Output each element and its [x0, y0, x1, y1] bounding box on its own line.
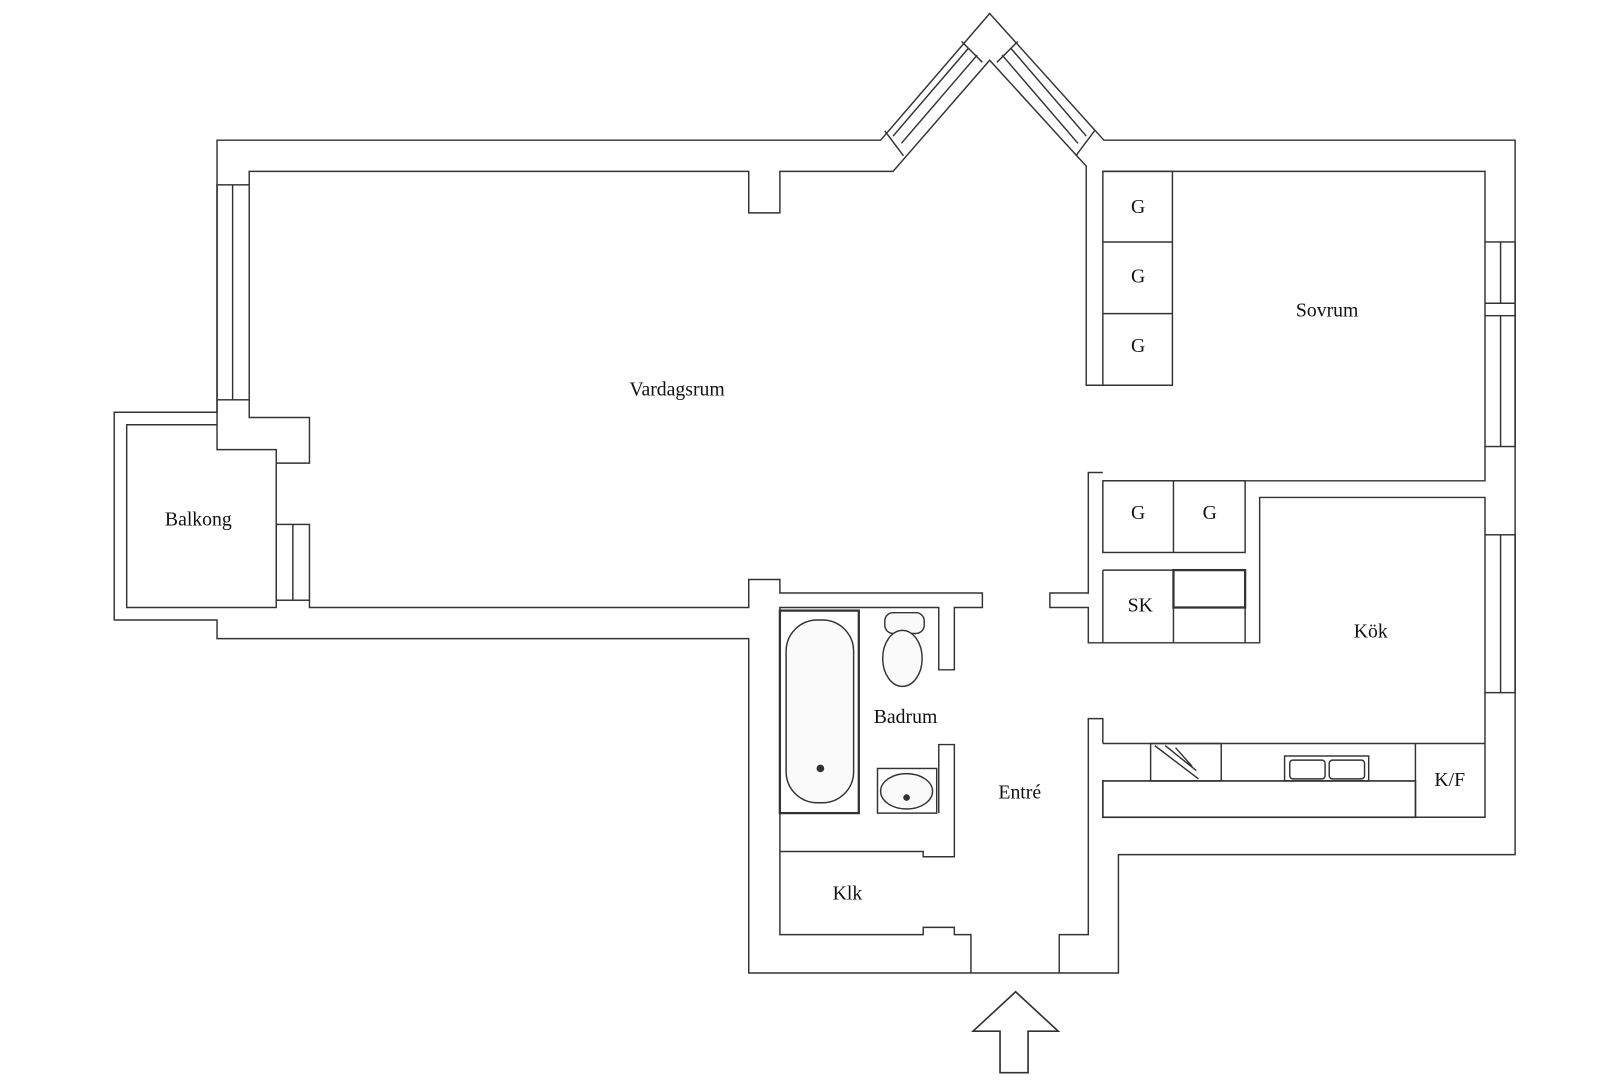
toilet-bowl — [881, 629, 923, 688]
badrum-right-wall — [779, 743, 956, 858]
bathtub-basin — [785, 619, 855, 804]
wardrobe-label: G — [1131, 502, 1145, 524]
bathtub-frame — [778, 609, 860, 815]
vardagsrum-bottom-wall — [308, 578, 984, 974]
sk-appliance-box — [1172, 568, 1247, 609]
vardagsrum-top-wall — [248, 59, 1173, 386]
wardrobe-label: G — [1131, 335, 1145, 357]
room-label-badrum: Badrum — [874, 706, 938, 728]
bay-window-right-pane — [996, 41, 1096, 157]
room-label-sovrum: Sovrum — [1296, 300, 1359, 322]
sovrum-window-panes — [1485, 241, 1516, 447]
entre-right-wall — [1058, 717, 1104, 974]
wardrobe-dividers-top — [1102, 241, 1173, 315]
bathtub — [778, 609, 860, 815]
wardrobe-label: G — [1131, 196, 1145, 218]
sk-label: SK — [1128, 595, 1154, 617]
wardrobe-label: G — [1203, 502, 1217, 524]
bathroom-sink — [876, 767, 938, 814]
sovrum-window — [1484, 241, 1516, 448]
stove-detail — [1154, 745, 1199, 780]
kitchen-counter — [1102, 742, 1486, 819]
stove — [1149, 742, 1222, 782]
kitchen-sink — [1283, 755, 1370, 782]
bay-window-left-pane — [884, 41, 983, 157]
vardagsrum-left-window — [216, 184, 250, 401]
sovrum-wardrobes — [1102, 170, 1174, 386]
vardagsrum-left-notch — [248, 399, 311, 464]
toilet — [881, 611, 925, 688]
sk-cabinet — [1102, 568, 1247, 643]
kf-label: K/F — [1434, 769, 1465, 791]
kok-walls — [1049, 471, 1486, 818]
room-label-kok: Kök — [1354, 621, 1388, 643]
room-label-balkong: Balkong — [165, 508, 232, 530]
wardrobe-label: G — [1131, 265, 1145, 287]
balkong-inner-wall — [125, 399, 277, 609]
sovrum-walls — [1102, 170, 1486, 482]
room-label-vardagsrum: Vardagsrum — [629, 379, 725, 401]
sink-basin-right — [1328, 759, 1366, 780]
bathtub-drain — [816, 764, 825, 773]
room-label-entre: Entré — [998, 782, 1041, 804]
bay-window — [884, 41, 1096, 157]
bathroom-sink-basin — [879, 772, 934, 810]
bathroom-sink-frame — [876, 767, 938, 814]
bathroom-sink-drain — [903, 794, 910, 801]
room-label-klk: Klk — [833, 882, 863, 904]
entrance-arrow-icon — [970, 990, 1061, 1074]
sink-basin-left — [1289, 759, 1326, 780]
kok-window — [1484, 534, 1516, 694]
hall-wardrobes — [1102, 480, 1246, 554]
counter-front — [1102, 780, 1417, 819]
balkong-door-window — [275, 523, 311, 601]
outer-wall — [113, 12, 1516, 974]
wardrobe-block-top — [1102, 170, 1174, 386]
